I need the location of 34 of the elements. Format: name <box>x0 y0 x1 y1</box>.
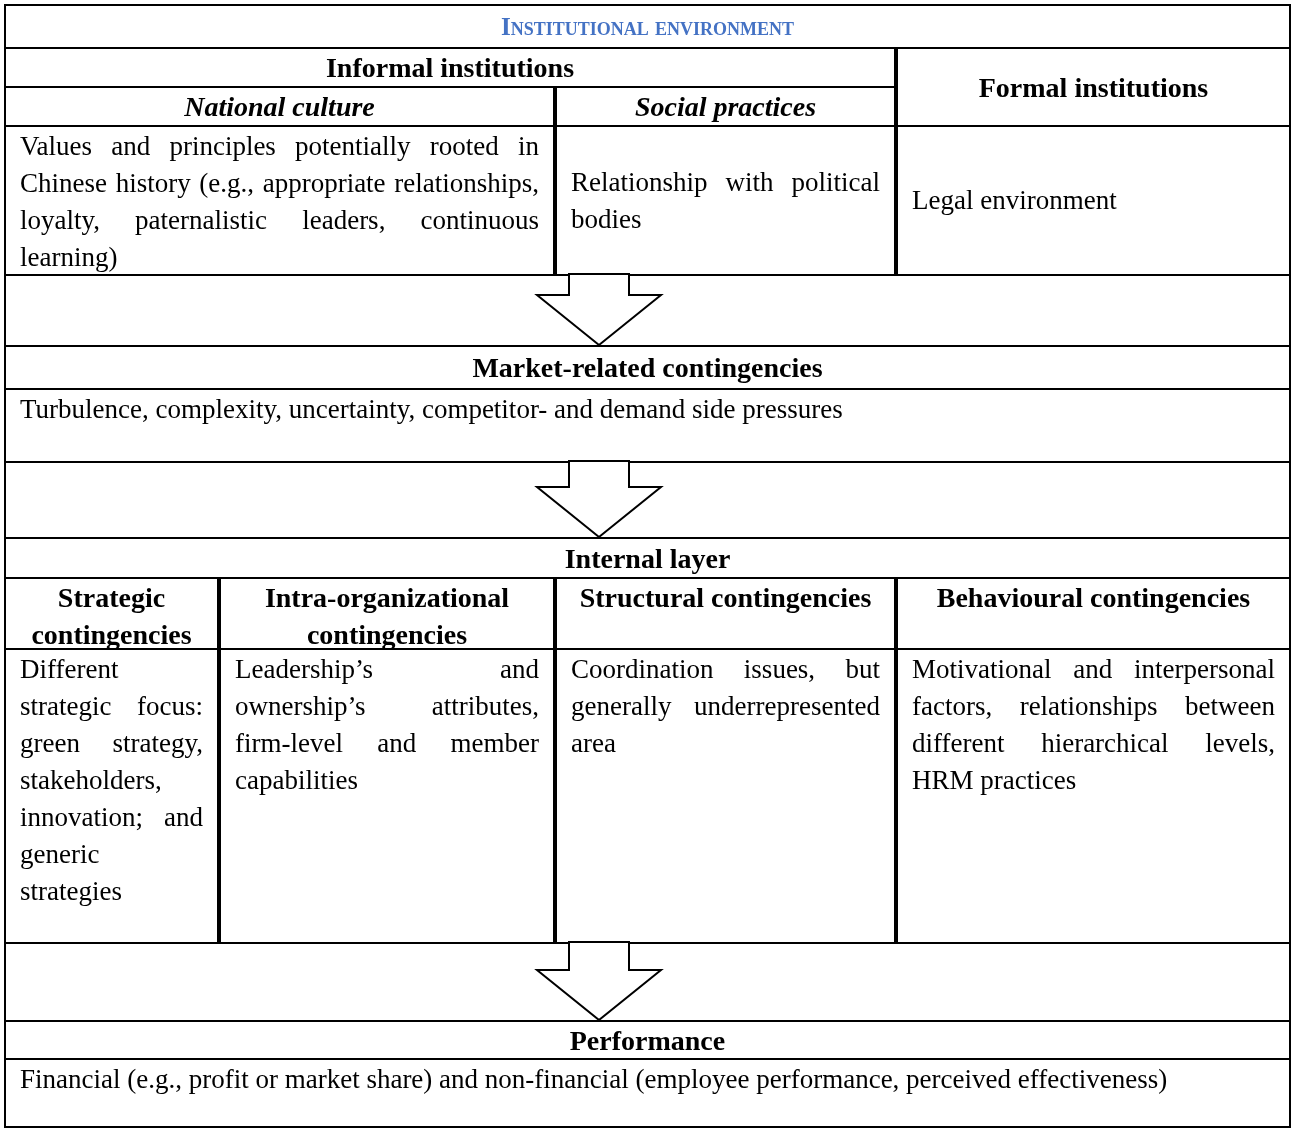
cell-text: Motivational and interpersonal factors, relationships between different hierarchical levels, HRM practices <box>912 653 1275 797</box>
section-heading: Informal institutions <box>325 51 575 85</box>
section-heading: Performance <box>569 1023 726 1058</box>
block-arrow <box>534 460 664 539</box>
section-heading: Structural contingencies <box>579 581 872 615</box>
cell-text: Relationship with political bodies <box>571 165 880 236</box>
cell-text: Coordination issues, but generally underrepresented area <box>571 653 880 760</box>
table-cell <box>896 47 1291 276</box>
section-heading: Strategic contingencies <box>30 581 193 652</box>
section-heading: Internal layer <box>564 541 731 576</box>
section-heading: Intra-organizational contingencies <box>263 581 511 652</box>
table-cell <box>555 577 896 944</box>
cell-text: Turbulence, complexity, uncertainty, competitor- and demand side pressures <box>20 393 844 426</box>
table-cell <box>4 47 896 276</box>
cell-text: Legal environment <box>912 184 1117 217</box>
table-cell <box>896 577 1291 944</box>
cell-text: Leadership’s and ownership’s attributes, firm-level and member capabilities <box>235 653 539 797</box>
cell-text: Different strategic focus: green strategy, stakeholders, innovation; and generic strategies <box>20 653 203 908</box>
table-cell <box>4 577 219 944</box>
title: Institutional environment <box>501 11 794 42</box>
cell-text: Values and principles potentially rooted in Chinese history (e.g., appropriate relationships, loyalty, paternalistic leaders, continuous learning) <box>20 130 539 274</box>
table-cell <box>4 86 555 276</box>
section-heading: National culture <box>184 90 375 124</box>
cell-text: Financial (e.g., profit or market share) and non-financial (employee performance, perceived effectiveness) <box>20 1063 1169 1096</box>
block-arrow <box>534 273 664 347</box>
table-section <box>4 345 1291 463</box>
table-cell <box>555 86 896 276</box>
table-section <box>4 537 1291 944</box>
section-heading: Market-related contingencies <box>472 351 823 385</box>
section-heading: Social practices <box>634 90 817 124</box>
section-heading: Behavioural contingencies <box>936 581 1251 615</box>
section-heading: Formal institutions <box>978 70 1209 105</box>
table-cell <box>219 577 555 944</box>
block-arrow <box>534 941 664 1022</box>
